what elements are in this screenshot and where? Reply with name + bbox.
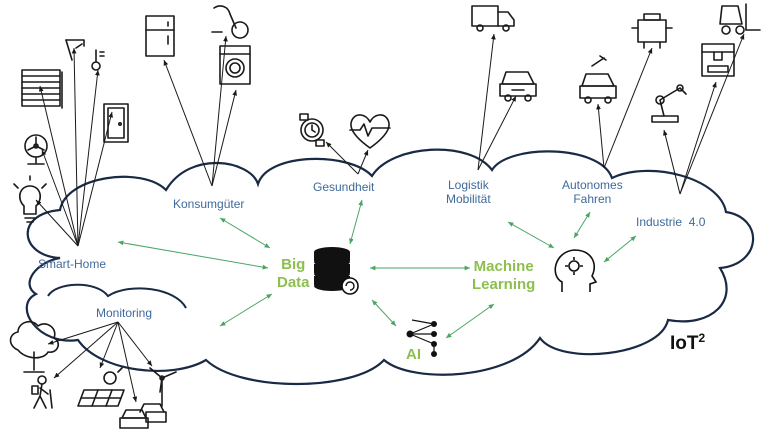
- monitoring-label: Monitoring: [96, 306, 153, 320]
- green-arrows: [117, 199, 637, 339]
- big-data-line1: Big: [281, 256, 306, 273]
- autonomes-line2: Fahren: [573, 192, 612, 207]
- machine-learning-label: Machine Learning: [472, 258, 535, 293]
- smart-home-arrows: [35, 47, 113, 247]
- watch-icon: [299, 113, 325, 147]
- robot-arm-icon: [651, 84, 687, 123]
- monitoring-subcloud: [47, 283, 187, 309]
- forklift-icon: [719, 3, 761, 35]
- thermometer-icon: [91, 49, 105, 71]
- autonomes-fahren-label: Autonomes Fahren: [562, 178, 623, 206]
- door-icon: [103, 103, 129, 143]
- hiker-icon: [31, 375, 53, 409]
- iot-superscript: 2: [698, 331, 706, 345]
- database-icon: [314, 247, 359, 295]
- vacuum-icon: [211, 5, 249, 39]
- lightbulb-icon: [13, 175, 47, 223]
- heart-rate-icon: [349, 114, 391, 149]
- gesundheit-label: Gesundheit: [313, 180, 375, 194]
- big-data-line2: Data: [277, 273, 310, 291]
- washing-machine-icon: [219, 45, 251, 85]
- konsumgueter-arrows: [163, 35, 238, 187]
- logistik-line1: Logistik: [448, 178, 489, 192]
- big-data-label: Big Data: [277, 256, 310, 291]
- autonomes-arrows: [596, 47, 653, 169]
- cars-icon: [119, 403, 167, 429]
- car-service-icon: [579, 55, 617, 104]
- gesundheit-arrows: [325, 141, 369, 175]
- logistik-arrows: [477, 33, 517, 171]
- industrie-arrows: [662, 33, 745, 195]
- blinds-icon: [21, 69, 63, 109]
- machine-learning-line1: Machine: [473, 258, 534, 275]
- monitoring-arrows: [47, 321, 153, 403]
- 3d-printer-icon: [701, 43, 735, 77]
- fan-icon: [24, 134, 48, 165]
- car-icon: [499, 71, 537, 102]
- logistik-line2: Mobilität: [446, 192, 491, 207]
- smart-home-label: Smart-Home: [38, 257, 107, 271]
- truck-icon: [471, 5, 515, 32]
- main-cloud: [25, 148, 755, 385]
- autonomes-line1: Autonomes: [562, 178, 623, 192]
- industrie-label: Industrie 4.0: [636, 215, 706, 229]
- konsumgueter-label: Konsumgüter: [173, 197, 245, 211]
- fridge-icon: [145, 15, 175, 57]
- engine-icon: [631, 13, 673, 49]
- iot-main: IoT: [670, 333, 699, 354]
- ai-label: AI: [406, 346, 421, 363]
- solar-panel-icon: [77, 367, 125, 407]
- logistik-label: Logistik Mobilität: [446, 178, 491, 206]
- machine-learning-line2: Learning: [472, 275, 536, 293]
- wind-turbine-icon: [149, 367, 177, 407]
- neural-network-icon: [406, 319, 437, 357]
- tree-icon: [9, 320, 60, 373]
- iot-squared-label: IoT2: [670, 331, 706, 355]
- brain-gear-icon: [554, 249, 598, 292]
- antenna-icon: [65, 39, 85, 61]
